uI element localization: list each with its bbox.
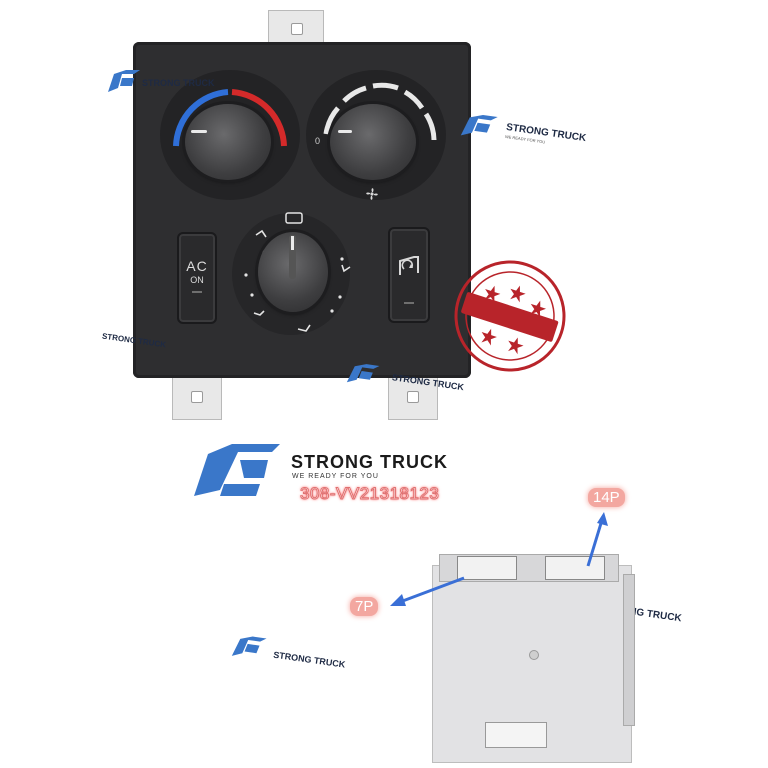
fan-scale-zero-label: 0 xyxy=(315,136,321,146)
ac-button-label: AC xyxy=(186,258,208,274)
fan-speed-knob[interactable] xyxy=(330,104,416,180)
connector-7p-label: 7P xyxy=(350,597,379,616)
fan-icon xyxy=(366,188,378,200)
connector-14p xyxy=(545,556,605,580)
module-bottom-connector xyxy=(485,722,547,748)
truck-logo-icon xyxy=(460,114,498,136)
truck-logo-icon xyxy=(194,444,280,496)
main-logo: STRONG TRUCK WE READY FOR YOU 308-VV2131… xyxy=(190,440,490,510)
watermark-top-left: STRONG TRUCK xyxy=(104,64,215,101)
truck-logo-icon xyxy=(231,636,267,656)
air-distribution-knob-pointer xyxy=(289,235,296,279)
fan-speed-scale-icon xyxy=(323,82,437,141)
watermark-top-right: STRONG TRUCK WE READY FOR YOU xyxy=(454,105,587,150)
recirculation-indicator-led xyxy=(404,302,414,304)
recirculation-button[interactable] xyxy=(388,227,430,323)
module-screw-hole xyxy=(529,650,539,660)
connector-14p-label: 14P xyxy=(588,488,625,507)
watermark-center: STRONG TRUCK xyxy=(340,355,465,395)
watermark-brand-text: STRONG TRUCK xyxy=(142,78,215,88)
main-logo-brand-text: STRONG TRUCK xyxy=(291,452,448,472)
truck-logo-icon xyxy=(108,70,140,92)
part-code-text: 308-VV21318123 xyxy=(299,484,440,504)
truck-logo-icon xyxy=(346,364,380,383)
watermark-brand-text: STRONG TRUCK xyxy=(272,649,346,670)
main-logo-tagline-text: WE READY FOR YOU xyxy=(292,473,379,480)
temperature-scale-icon xyxy=(173,89,287,147)
arrow-7p-icon xyxy=(390,576,465,606)
watermark-lower-left: STRONG TRUCK xyxy=(224,627,346,670)
mounting-tab-top xyxy=(268,10,324,46)
arrow-14p-icon xyxy=(586,512,608,567)
module-side-bracket xyxy=(623,574,635,726)
mounting-tab-bottom-right xyxy=(388,370,438,420)
temperature-knob[interactable] xyxy=(185,104,271,180)
ac-button-on-label: ON xyxy=(190,275,204,285)
air-distribution-knob[interactable] xyxy=(258,232,328,312)
air-distribution-knob-indicator xyxy=(291,236,294,250)
recirculation-icon xyxy=(399,256,419,275)
ac-button[interactable]: AC ON xyxy=(177,232,217,324)
quality-stamp-icon xyxy=(454,260,566,372)
control-module-photo xyxy=(432,554,635,763)
mounting-tab-bottom-left xyxy=(172,370,222,420)
ac-indicator-led xyxy=(192,291,202,293)
connector-7p xyxy=(457,556,517,580)
